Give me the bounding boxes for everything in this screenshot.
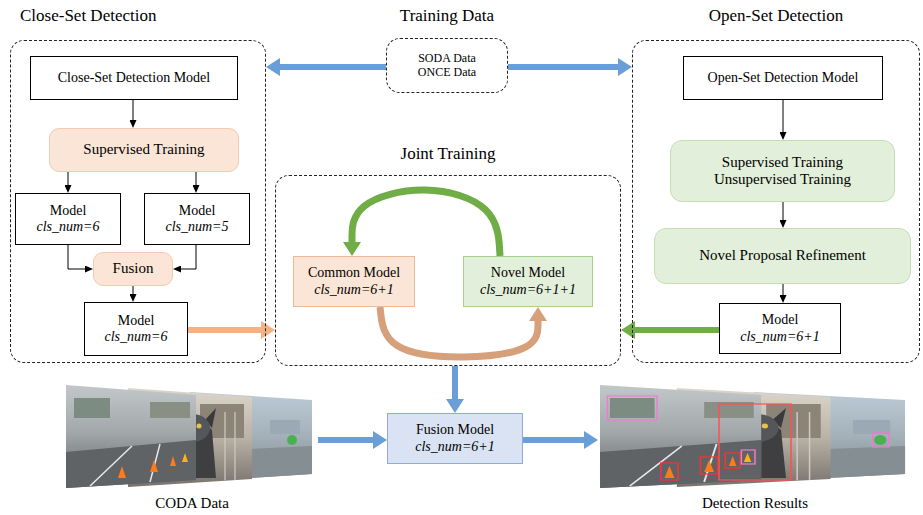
node-label: Common Model <box>308 265 400 281</box>
group-heading: Open-Set Detection <box>632 6 920 26</box>
node-label: Fusion <box>113 260 154 277</box>
image-stack: CODA Data <box>66 383 318 513</box>
flow-arrow <box>452 366 458 399</box>
image-stack: Detection Results <box>598 383 912 513</box>
node-label: Open-Set Detection <box>632 6 920 26</box>
node-label: Close-Set Detection <box>20 6 266 26</box>
process-box: Common Modelcls_num=6+1 <box>293 256 415 307</box>
process-box: Modelcls_num=6 <box>84 302 188 356</box>
process-box: Novel Proposal Refinement <box>654 228 911 284</box>
flow-arrow <box>783 284 784 295</box>
process-box: Modelcls_num=6 <box>15 193 121 245</box>
node-label: Training Data <box>386 6 508 26</box>
node-label: CODA Data <box>66 495 318 512</box>
flow-arrow <box>68 245 85 269</box>
node-label: Model <box>179 203 216 219</box>
node-label: Model <box>118 313 155 329</box>
node-label: Open-Set Detection Model <box>708 70 859 86</box>
node-label: Supervised Training <box>83 141 204 158</box>
process-box: Modelcls_num=6+1 <box>719 303 841 354</box>
node-label: Close-Set Detection Model <box>58 70 210 86</box>
group-region: Close-Set DetectionClose-Set Detection M… <box>10 6 266 363</box>
flow-arrow <box>181 245 196 269</box>
class-count: cls_num=6+1 <box>314 282 394 298</box>
flow-arrow <box>352 190 500 256</box>
class-count: cls_num=6 <box>36 219 99 235</box>
process-box: Supervised Training Unsupervised Trainin… <box>670 140 895 202</box>
node-label: Novel Model <box>491 265 565 281</box>
flow-arrow <box>280 64 386 70</box>
class-count: cls_num=6+1+1 <box>480 282 576 298</box>
class-count: cls_num=6 <box>104 329 167 345</box>
flow-arrow <box>783 202 784 220</box>
process-box: Supervised Training <box>49 128 239 172</box>
image-caption: CODA Data <box>66 495 318 512</box>
node-label: Novel Proposal Refinement <box>699 247 866 264</box>
flow-arrow <box>188 327 261 333</box>
process-box: Fusion <box>93 252 173 286</box>
process-box: Novel Modelcls_num=6+1+1 <box>463 256 593 307</box>
class-count: cls_num=6+1 <box>415 439 495 455</box>
flow-arrow <box>318 437 373 443</box>
flow-arrow <box>523 437 584 443</box>
group-body: SODA Data ONCE Data <box>386 38 508 93</box>
group-region: Open-Set DetectionOpen-Set Detection Mod… <box>632 6 920 363</box>
flow-arrow <box>635 327 719 333</box>
class-count: cls_num=6+1 <box>740 329 820 345</box>
flow-arrow <box>508 64 618 70</box>
node-label: Model <box>762 312 799 328</box>
group-heading: Close-Set Detection <box>10 6 266 26</box>
image-caption: Detection Results <box>598 495 912 512</box>
process-box: Fusion Modelcls_num=6+1 <box>387 413 523 464</box>
process-box: Open-Set Detection Model <box>683 56 883 100</box>
flow-arrow <box>783 100 784 132</box>
flow-arrow <box>196 172 197 185</box>
class-count: cls_num=5 <box>165 219 228 235</box>
group-region: Training DataSODA Data ONCE Data <box>386 6 508 93</box>
process-box: Modelcls_num=5 <box>144 193 250 245</box>
node-label: SODA Data ONCE Data <box>408 52 486 80</box>
node-label: Fusion Model <box>416 422 494 438</box>
group-region: Joint TrainingCommon Modelcls_num=6+1 Nov… <box>275 144 621 366</box>
group-heading: Joint Training <box>275 144 621 164</box>
node-label: Model <box>50 203 87 219</box>
group-heading: Training Data <box>386 6 508 26</box>
process-box: Close-Set Detection Model <box>30 56 238 100</box>
coda-images <box>66 385 312 488</box>
flow-arrow <box>380 307 538 357</box>
node-label: Joint Training <box>275 144 621 164</box>
node-label: Detection Results <box>598 495 912 512</box>
flow-arrow <box>133 100 134 120</box>
node-label: Supervised Training Unsupervised Trainin… <box>698 154 868 189</box>
result-images <box>600 385 905 488</box>
flow-arrow <box>68 172 69 185</box>
flow-arrow <box>133 286 134 294</box>
